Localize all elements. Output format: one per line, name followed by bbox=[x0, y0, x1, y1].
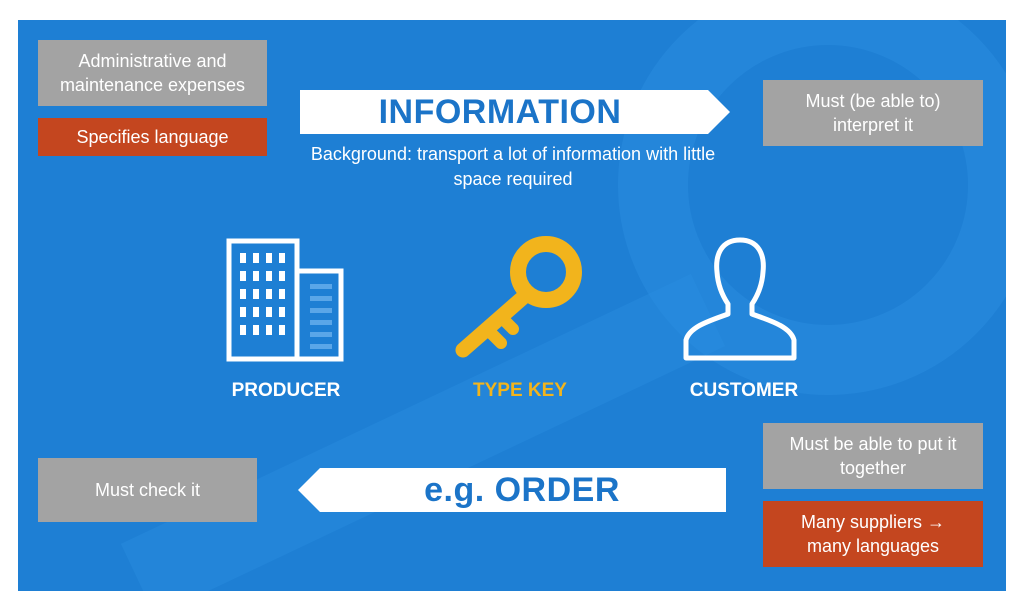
many-suppliers-text: Many suppliers → many languages bbox=[800, 512, 946, 556]
building-icon bbox=[226, 238, 344, 362]
background-key-watermark bbox=[120, 20, 1006, 591]
must-interpret-box: Must (be able to) interpret it bbox=[763, 80, 983, 146]
right-arrow-shape bbox=[300, 90, 730, 134]
order-arrow: e.g. ORDER bbox=[298, 468, 726, 512]
type-key-label: TYPE KEY bbox=[473, 380, 567, 401]
diagram-canvas: Administrative and maintenance expenses … bbox=[18, 20, 1006, 591]
background-note-text: Background: transport a lot of informati… bbox=[310, 144, 716, 189]
admin-expenses-box: Administrative and maintenance expenses bbox=[38, 40, 267, 106]
must-check-box: Must check it bbox=[38, 458, 257, 522]
left-arrow-shape bbox=[298, 468, 726, 512]
admin-expenses-text: Administrative and maintenance expenses bbox=[59, 51, 246, 95]
specifies-language-text: Specifies language bbox=[76, 127, 229, 147]
key-icon bbox=[455, 236, 582, 358]
background-note: Background: transport a lot of informati… bbox=[308, 142, 718, 192]
specifies-language-box: Specifies language bbox=[38, 118, 267, 156]
order-label: e.g. ORDER bbox=[424, 470, 620, 509]
producer-label: PRODUCER bbox=[231, 380, 341, 401]
person-icon bbox=[683, 237, 797, 361]
information-label: INFORMATION bbox=[378, 92, 622, 131]
customer-label: CUSTOMER bbox=[689, 380, 799, 401]
must-put-together-box: Must be able to put it together bbox=[763, 423, 983, 489]
must-interpret-text: Must (be able to) interpret it bbox=[805, 91, 941, 135]
must-check-text: Must check it bbox=[94, 480, 201, 500]
information-arrow: INFORMATION bbox=[300, 90, 730, 134]
must-put-together-text: Must be able to put it together bbox=[789, 434, 957, 478]
many-suppliers-box: Many suppliers → many languages bbox=[763, 501, 983, 567]
